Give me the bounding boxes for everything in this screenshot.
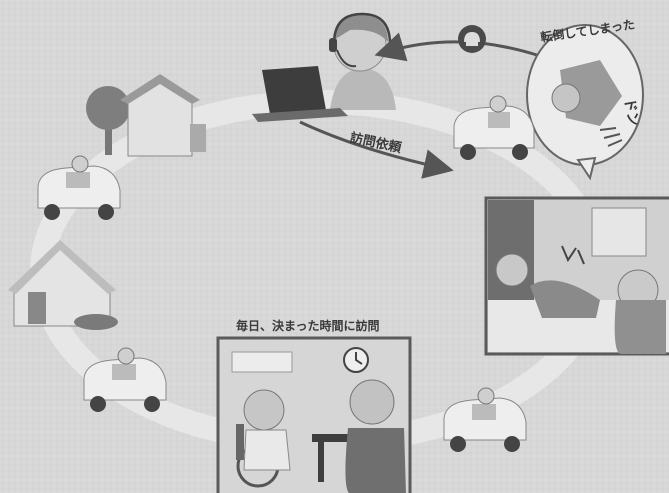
daily-visit-caption: 毎日、決まった時間に訪問 xyxy=(236,319,380,333)
house-top-left xyxy=(86,74,206,157)
request-arrow xyxy=(299,120,454,179)
headset-icon xyxy=(329,12,392,68)
clock-icon xyxy=(343,347,369,373)
fall-thought-bubble xyxy=(526,24,644,181)
daily-visit-panel xyxy=(216,336,412,493)
fall-scene-panel xyxy=(484,196,669,356)
car-left-top xyxy=(37,155,121,220)
house-left xyxy=(8,240,118,330)
car-left-bottom xyxy=(83,347,167,412)
tree-icon xyxy=(86,86,130,155)
car-top-right xyxy=(453,95,535,160)
phone-icon xyxy=(458,25,486,53)
car-bottom-right xyxy=(443,387,527,452)
laptop-icon xyxy=(252,66,348,122)
operator xyxy=(329,12,396,110)
